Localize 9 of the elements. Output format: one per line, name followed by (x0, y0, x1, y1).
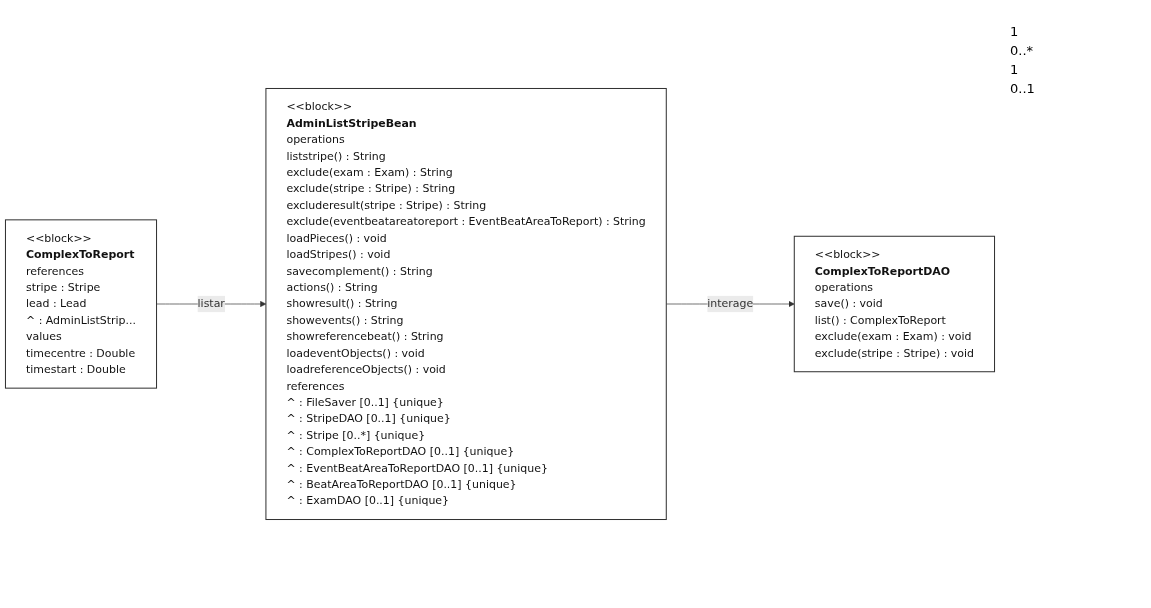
multiplicity-label: 0..1 (1010, 81, 1036, 96)
node-box: <<block>> AdminListStripeBean operations liststripe() : String exclude(exam : Exam) : String exclude(stripe : Stripe) : String excluderesult(stripe : Stripe) : String exclude(eventbeatareatoreport : EventBeatAreaToReport) : String loadPieces() : void loadStripes() : void savecomplement() : String actions() : String showresult() : String showevents() : String showreferencebeat() : String loadeventObjects() : void loadreferenceObjects() : void references ^ : FileSaver [0..1] {unique} ^ : StripeDAO [0..1] {unique} ^ : Stripe [0..*] {unique} ^ : ComplexToReportDAO [0..1] {unique} ^ : EventBeatAreaToReportDAO [0..1] {unique} ^ : BeatAreaToReportDAO [0..1] {unique} ^ : ExamDAO [0..1] {unique} (265, 87, 667, 521)
edge-label: interage (707, 297, 754, 311)
multiplicity-label: 0..* (1010, 43, 1035, 58)
node-box: <<block>> ComplexToReportDAO operations save() : void list() : ComplexToReport exclude(exam : Exam) : void exclude(stripe : Stripe) : void (793, 235, 996, 373)
multiplicity-label: 1 (1010, 62, 1020, 77)
multiplicity-label: 1 (1010, 24, 1020, 39)
node-box: <<block>> ComplexToReport references stripe : Stripe lead : Lead ^ : AdminListStrip... values timecentre : Double timestart : Double (4, 219, 158, 389)
edge-label: listar (197, 297, 225, 311)
